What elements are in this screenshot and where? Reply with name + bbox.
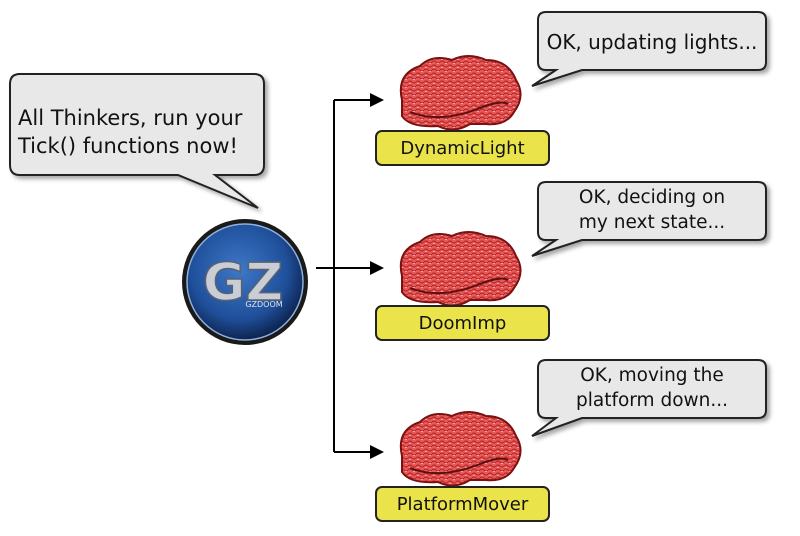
thinker-speech-text-1: OK, updating lights... <box>546 29 758 54</box>
thinker-label-dynamiclight: DynamicLight <box>400 137 525 159</box>
thinker-label-box-2 <box>375 305 550 341</box>
thinker-label-box-1 <box>375 130 550 166</box>
arrow-1 <box>370 93 384 107</box>
thinker-speech-bubble-2 <box>531 181 767 257</box>
thinker-speech-bubble-1 <box>531 11 767 87</box>
brain-icon <box>399 411 522 487</box>
connector-lines <box>316 99 370 453</box>
gzdoom-logo: GZ GZDOOM <box>182 219 308 345</box>
controller-speech-bubble <box>9 73 265 209</box>
logo-letters: GZ <box>203 253 283 313</box>
thinker-speech-text-2: OK, deciding on my next state... <box>578 187 726 233</box>
thinker-speech-text-3: OK, moving the platform down... <box>575 365 729 411</box>
thinker-label-doomimp: DoomImp <box>418 312 507 334</box>
brain-icon <box>399 231 522 307</box>
thinker-speech-bubble-3 <box>531 359 767 437</box>
arrow-3 <box>370 445 384 459</box>
arrow-2 <box>370 261 384 275</box>
thinker-label-platformmover: PlatformMover <box>396 493 529 515</box>
brain-icon <box>399 55 522 131</box>
thinker-label-box-3 <box>375 486 550 522</box>
logo-text: GZDOOM <box>245 300 282 309</box>
arrowheads <box>370 93 384 459</box>
controller-speech-text: All Thinkers, run your Tick() functions … <box>18 105 243 158</box>
